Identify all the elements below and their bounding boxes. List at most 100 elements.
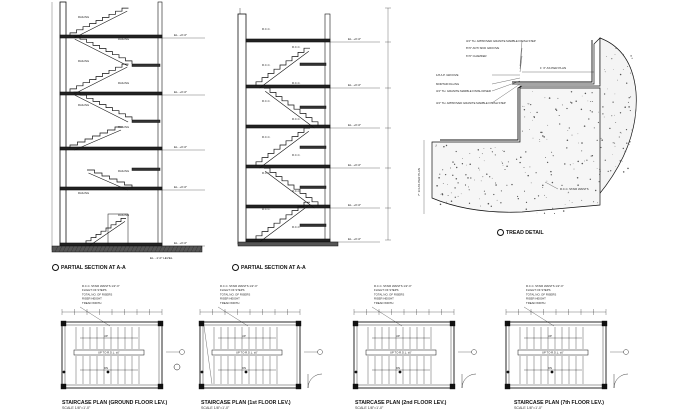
stair-waist: [74, 94, 129, 123]
aggregate-dot: [483, 190, 485, 192]
aggregate-dot: [614, 114, 615, 116]
ground-hatch: [190, 245, 195, 253]
column: [449, 320, 456, 327]
aggregate-dot: [593, 127, 595, 129]
stair-well: [517, 349, 589, 356]
aggregate-dot: [630, 96, 632, 98]
plan-title-2nd: STAIRCASE PLAN (2nd FLOOR LEV.): [355, 400, 447, 406]
section-marker-icon: [232, 264, 239, 271]
aggregate-dot: [614, 54, 616, 55]
ground-hatch: [102, 245, 107, 253]
ground-base: [237, 241, 339, 247]
stair-waist: [259, 130, 309, 169]
aggregate-dot: [568, 191, 570, 193]
aggregate-dot: [624, 150, 627, 153]
aggregate-dot: [626, 142, 628, 144]
aggregate-dot: [622, 171, 625, 173]
aggregate-dot: [550, 170, 552, 173]
plan-label: UP TO R.D.L. ±0': [98, 351, 120, 355]
aggregate-dot: [440, 193, 442, 195]
level-text: EL. +0'-0": [348, 83, 361, 87]
door-swing: [307, 373, 323, 389]
landing-slab: [131, 63, 161, 67]
aggregate-dot: [590, 155, 592, 157]
ground-hatch: [154, 245, 159, 253]
marker-dot: [200, 370, 204, 374]
stair-waist: [73, 10, 128, 39]
floor-slab: [59, 242, 163, 247]
rcc-label: R.C.C.: [262, 63, 271, 67]
aggregate-dot: [479, 198, 480, 200]
plan-note: FLIGHT OF STEPS: [526, 288, 551, 292]
aggregate-dot: [631, 129, 632, 131]
aggregate-dot: [551, 151, 553, 153]
aggregate-dot: [444, 173, 447, 176]
level-text: EL. +0'-0": [174, 241, 187, 245]
stair-flight: [255, 47, 310, 86]
ground-hatch: [90, 245, 95, 253]
aggregate-dot: [533, 116, 535, 119]
aggregate-dot: [580, 108, 583, 111]
aggregate-dot: [626, 82, 628, 84]
aggregate-dot: [599, 168, 601, 171]
detail-note: 3/4" TH. APPROVED GRANITE MARBLE FINISH …: [436, 101, 506, 105]
door-frame: [107, 213, 129, 247]
aggregate-dot: [435, 146, 437, 147]
aggregate-dot: [612, 154, 613, 155]
plan-note: RISER HEIGHT: [374, 297, 394, 301]
aggregate-dot: [502, 164, 504, 166]
ground-hatch: [186, 245, 191, 253]
column: [60, 320, 67, 327]
stair-enclosure: [61, 321, 163, 389]
aggregate-dot: [598, 173, 600, 175]
aggregate-dot: [443, 145, 445, 148]
stair-waist: [73, 66, 128, 95]
aggregate-dot: [478, 167, 480, 169]
aggregate-dot: [630, 72, 632, 74]
marker-dot: [550, 370, 554, 374]
aggregate-dot: [614, 93, 616, 95]
aggregate-dot: [597, 202, 599, 204]
floor-slab: [245, 164, 331, 169]
plan-note: TREAD WIDTH: [82, 301, 101, 305]
break-line: [203, 325, 213, 385]
stair-waist: [88, 221, 126, 247]
compass-icon: [173, 363, 181, 371]
landing-slab: [299, 185, 327, 189]
aggregate-dot: [619, 160, 622, 162]
plan-note: R.C.C. STAIR WAISTS 1/2"-0": [82, 284, 120, 288]
aggregate-dot: [442, 183, 444, 184]
leader-line: [79, 306, 111, 327]
ground-hatch: [170, 245, 175, 253]
level-text: EL. +0'-0": [174, 145, 187, 149]
aggregate-dot: [584, 160, 585, 162]
aggregate-dot: [584, 92, 587, 95]
ground-hatch: [126, 245, 131, 253]
aggregate-dot: [627, 101, 629, 103]
stair-waist: [265, 90, 315, 129]
floor-slab: [245, 124, 331, 129]
aggregate-dot: [564, 203, 566, 205]
column: [352, 320, 359, 327]
aggregate-dot: [613, 69, 614, 70]
aggregate-dot: [442, 169, 444, 171]
ground-hatch: [106, 245, 111, 253]
aggregate-dot: [515, 158, 518, 160]
landing-slab: [299, 223, 327, 227]
landing-slab: [299, 62, 327, 66]
aggregate-dot: [465, 174, 467, 176]
aggregate-dot: [479, 169, 481, 171]
detail-note: 6"/6" CHAMFER: [466, 54, 486, 58]
door-swing: [613, 373, 629, 389]
column: [504, 383, 511, 390]
aggregate-dot: [567, 192, 569, 194]
plan-note: FLIGHT OF STEPS: [220, 288, 245, 292]
aggregate-dot: [439, 173, 441, 175]
aggregate-dot: [619, 112, 622, 114]
railing-label: RAILING: [78, 59, 89, 63]
aggregate-dot: [628, 106, 630, 108]
plan-dn-label: DN: [104, 366, 108, 370]
aggregate-dot: [446, 201, 448, 203]
section-left-title: PARTIAL SECTION AT A-A: [52, 264, 126, 271]
